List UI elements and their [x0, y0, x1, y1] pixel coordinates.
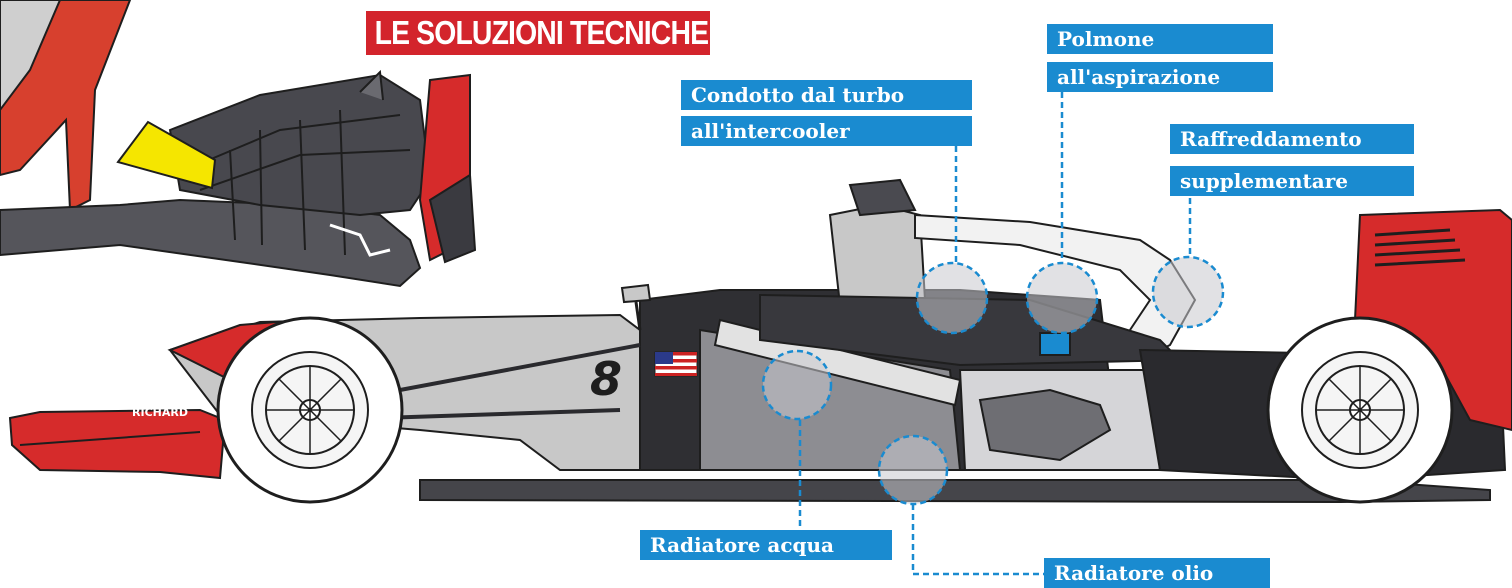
- label-radiatore-acqua: Radiatore acqua: [640, 530, 892, 560]
- label-raffreddamento-line2: supplementare: [1170, 166, 1414, 196]
- front-wing-inset: [0, 0, 477, 288]
- label-radiatore-olio: Radiatore olio: [1044, 558, 1270, 588]
- rear-wheel: [1266, 316, 1454, 504]
- label-polmone-line2: all'aspirazione: [1047, 62, 1273, 92]
- page-title: LE SOLUZIONI TECNICHE: [366, 11, 710, 55]
- sponsor-text: RICHARD: [132, 406, 188, 419]
- plenum-marker: [1025, 261, 1099, 335]
- car-body: [8, 178, 1512, 504]
- water-radiator-marker: [761, 349, 833, 421]
- car-number: 8: [590, 352, 622, 406]
- extra-cooling-marker: [1151, 255, 1225, 329]
- label-polmone-line1: Polmone: [1047, 24, 1273, 54]
- front-wheel: [216, 316, 404, 504]
- label-turbo-line1: Condotto dal turbo: [681, 80, 972, 110]
- turbo-duct-marker: [915, 261, 989, 335]
- callout-leaders: [798, 92, 1192, 576]
- callout-circles: [761, 255, 1225, 506]
- label-raffreddamento-line1: Raffreddamento: [1170, 124, 1414, 154]
- label-turbo-line2: all'intercooler: [681, 116, 972, 146]
- oil-radiator-marker: [877, 434, 949, 506]
